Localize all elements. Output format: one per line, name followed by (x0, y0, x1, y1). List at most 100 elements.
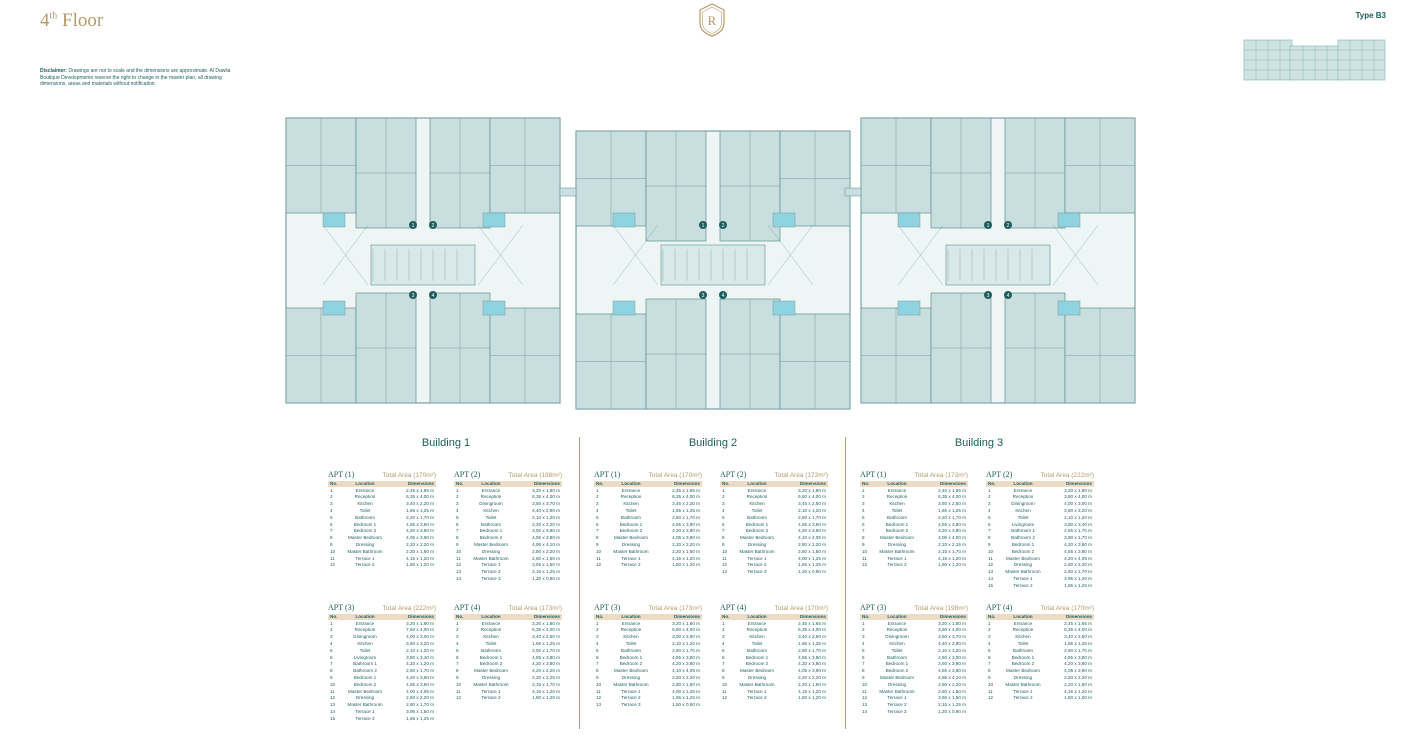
room-dimensions: 4,20 x 3,80 m (938, 528, 966, 534)
room-number: 10 (596, 681, 602, 687)
room-dimensions: 2,20 x 2,15 m (938, 541, 966, 547)
apt-total-area: Total Area (170m²) (648, 472, 702, 479)
room-number: 5 (330, 647, 333, 653)
room-location: Bathroom (887, 654, 907, 660)
room-location: Dressing (355, 695, 375, 701)
apt-header: APT (4)Total Area (170m²) (986, 603, 1094, 613)
unit-badge (409, 221, 417, 229)
room-dimensions: 2,10 x 1,20 m (406, 647, 434, 653)
room-number: 2 (456, 494, 459, 500)
room-location: Terrace 1 (1013, 575, 1033, 581)
room-location: Diningroom (885, 634, 909, 640)
room-location: Reception (354, 494, 376, 500)
room-dimensions: 2,60 x 3,00 m (938, 654, 966, 660)
room-number: 12 (862, 695, 868, 701)
room-dimensions: 3,60 x 3,20 m (406, 640, 434, 646)
room-number: 7 (862, 661, 865, 667)
room-number: 1 (596, 620, 599, 626)
room-location: Toilet (1017, 640, 1029, 646)
room-dimensions: 2,50 x 1,70 m (1064, 647, 1092, 653)
col-dimensions: Dimensions (922, 481, 968, 488)
room-location: Master Bedroom (740, 668, 774, 674)
room-dimensions: 4,20 x 3,80 m (1064, 661, 1092, 667)
room-dimensions: 2,20 x 1,60 m (1064, 681, 1092, 687)
col-no: No. (328, 481, 340, 488)
stair-core (370, 244, 476, 286)
room-dimensions: 4,05 x 3,90 m (672, 535, 700, 541)
room-dimensions: 1,60 x 1,00 m (1064, 695, 1092, 701)
room-location: Terrace 3 (621, 702, 641, 708)
room-number: 9 (330, 674, 333, 680)
apt-header: APT (2)Total Area (222m²) (986, 470, 1094, 480)
disclaimer-label: Disclaimer: (40, 68, 67, 74)
room-number: 9 (330, 541, 333, 547)
room-location: Toilet (891, 647, 903, 653)
room-location: Bedroom 1 (479, 654, 503, 660)
unit-badge-number: 1 (702, 223, 705, 229)
col-dimensions: Dimensions (782, 614, 828, 621)
room-number: 8 (330, 668, 333, 674)
room-location: Bedroom 2 (1011, 548, 1035, 554)
room-dimensions: 1,80 x 1,20 m (406, 562, 434, 568)
room-dimensions: 1,65 x 1,25 m (406, 715, 434, 721)
room-location: Master Bedroom (474, 668, 508, 674)
col-dimensions: Dimensions (782, 481, 828, 488)
room-dimensions: 4,00 x 3,00 m (1064, 501, 1092, 507)
room-number: 6 (722, 654, 725, 660)
room-dimensions: 2,60 x 1,70 m (1064, 569, 1092, 575)
col-no: No. (594, 481, 606, 488)
unit-badge (1004, 221, 1012, 229)
room-number: 8 (456, 535, 459, 541)
unit-badge (699, 291, 707, 299)
room-location: Reception (354, 627, 376, 633)
room-dimensions: 4,20 x 3,80 m (406, 528, 434, 534)
kitchen-area (612, 300, 636, 316)
room-number: 5 (988, 514, 991, 520)
room-dimensions: 4,00 x 1,25 m (672, 688, 700, 694)
room-dimensions: 2,15 x 1,25 m (938, 702, 966, 708)
room-location: Kitchen (483, 507, 499, 513)
unit-badge (1004, 291, 1012, 299)
room-location: Terrace 2 (747, 695, 767, 701)
room-location: Terrace 3 (747, 569, 767, 575)
room-dimensions: 2,50 x 1,70 m (532, 647, 560, 653)
room-number: 3 (722, 634, 725, 640)
room-dimensions: 2,80 x 1,70 m (406, 668, 434, 674)
room-dimensions: 2,80 x 1,60 m (798, 548, 826, 554)
room-location: Bedroom 1 (353, 521, 377, 527)
kitchen-area (897, 300, 921, 316)
light-well (1052, 224, 1099, 286)
room-dimensions: 6,35 x 4,00 m (938, 494, 966, 500)
